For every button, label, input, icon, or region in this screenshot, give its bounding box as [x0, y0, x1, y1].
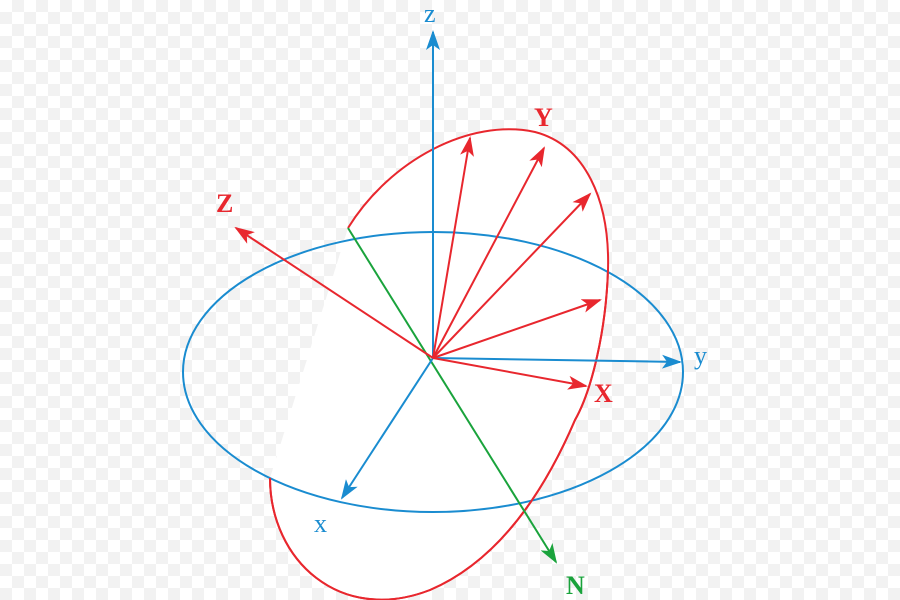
label-y: y — [694, 341, 707, 370]
rotation-vector-1 — [432, 299, 602, 359]
label-N: N — [566, 571, 585, 600]
fixed-x-axis — [340, 357, 434, 500]
fixed-y-axis — [432, 354, 682, 369]
rotation-vector-3 — [432, 146, 545, 359]
label-X: X — [594, 379, 613, 408]
label-z: z — [424, 0, 436, 28]
label-Z: Z — [216, 189, 233, 218]
rotated-X-axis — [432, 357, 588, 390]
rotation-vector-4 — [432, 136, 474, 359]
rotated-plane-front-arc — [269, 269, 609, 600]
label-x: x — [314, 509, 327, 538]
line-of-nodes — [347, 227, 558, 564]
rotation-vector-2 — [432, 192, 592, 359]
label-Y: Y — [534, 103, 553, 132]
rotated-Z-axis — [234, 226, 434, 359]
